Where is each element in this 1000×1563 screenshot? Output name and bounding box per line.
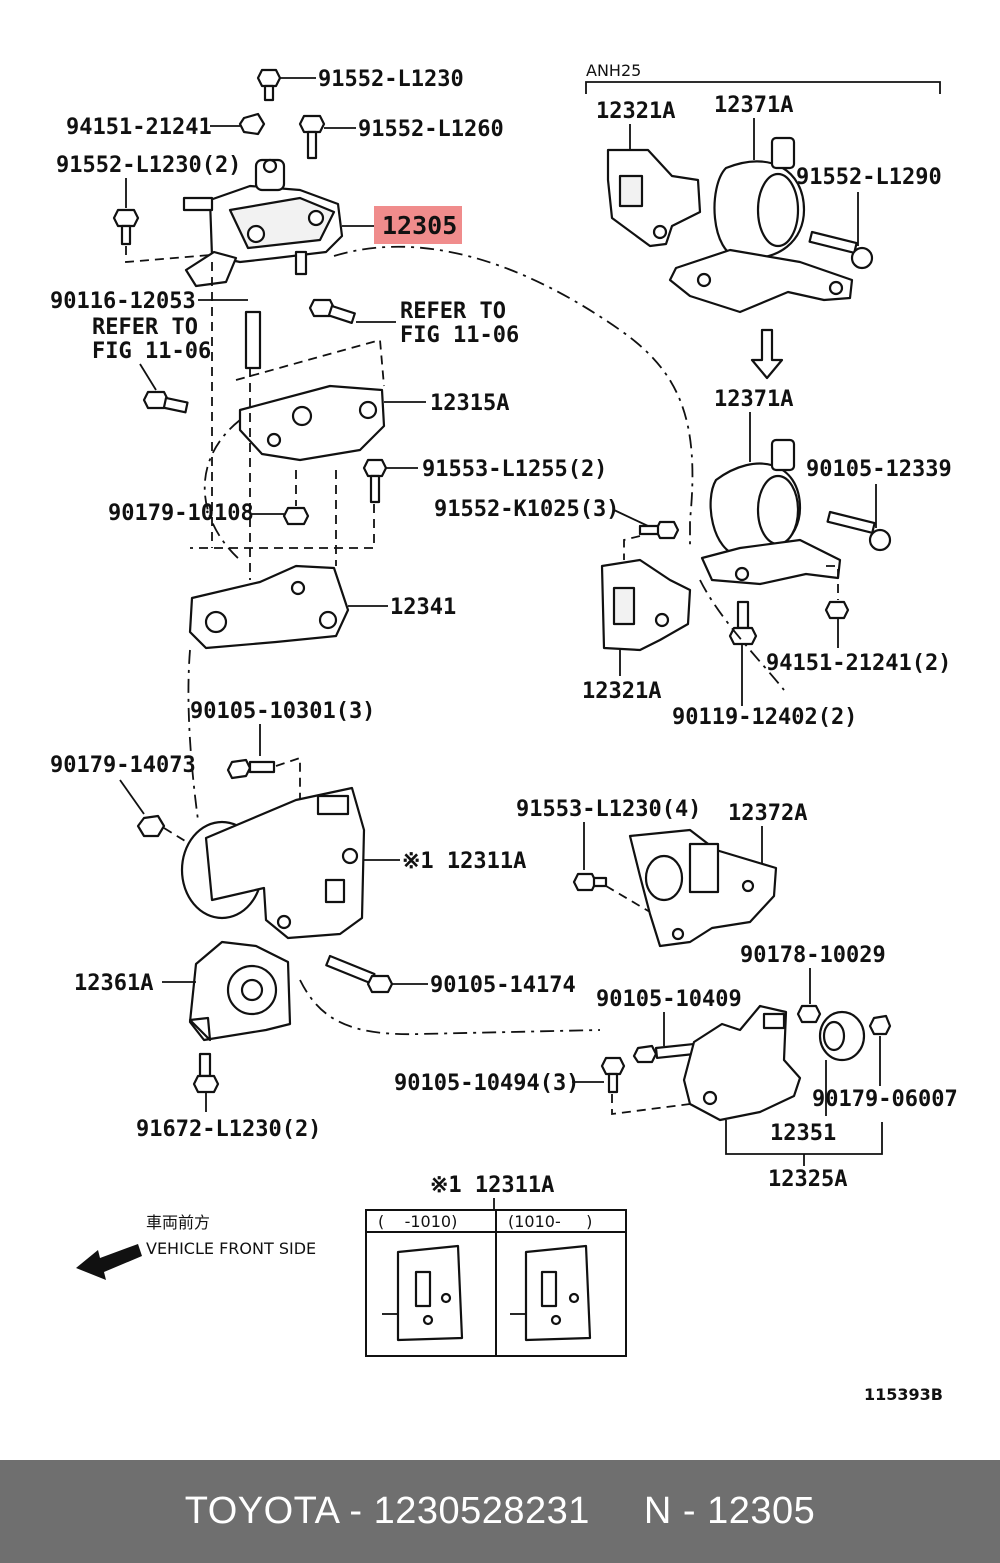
- callout-12361A: 12361A: [74, 971, 153, 996]
- callout-90179-10108: 90179-10108: [108, 501, 254, 526]
- callout-12371A-mid: 12371A: [714, 387, 793, 412]
- callout-90179-14073: 90179-14073: [50, 753, 196, 778]
- callout-90179-06007: 90179-06007: [812, 1087, 958, 1112]
- refer-left-line2: FIG 11-06: [92, 339, 211, 364]
- parts-diagram: 91552-L1230 94151-21241 91552-L1260 9155…: [50, 61, 958, 1404]
- refer-right-line1: REFER TO: [400, 299, 506, 324]
- callout-90116-12053: 90116-12053: [50, 289, 196, 314]
- callout-91553-L1255-2: 91553-L1255(2): [422, 457, 607, 482]
- callout-12351: 12351: [770, 1121, 836, 1146]
- callout-91552-K1025-3: 91552-K1025(3): [434, 497, 619, 522]
- nut-90179-06007[interactable]: [868, 1014, 892, 1036]
- footer-ref: N - 12305: [643, 1490, 816, 1532]
- mount-12371A-top[interactable]: [668, 136, 854, 314]
- refer-right-line2: FIG 11-06: [400, 323, 519, 348]
- bolt-91552-L1230-2[interactable]: [112, 208, 140, 246]
- callout-12321A-bottom: 12321A: [582, 679, 661, 704]
- bolt-91553-L1255-2[interactable]: [362, 458, 388, 504]
- callout-12311A: ※1 12311A: [402, 849, 526, 874]
- callout-91553-L1230-4: 91553-L1230(4): [516, 797, 701, 822]
- bolt-90119-12402-2[interactable]: [728, 600, 758, 646]
- callout-90178-10029: 90178-10029: [740, 943, 886, 968]
- inset-col2-header: (1010- ): [508, 1212, 592, 1231]
- mount-12371A-mid[interactable]: [700, 438, 842, 586]
- callout-90105-12339: 90105-12339: [806, 457, 952, 482]
- footer-bar: TOYOTA - 1230528231 N - 12305: [0, 1460, 1000, 1563]
- mount-12372A[interactable]: [628, 828, 778, 948]
- bolt-91552-K1025-3[interactable]: [638, 520, 680, 540]
- bolt-90105-10301-3[interactable]: [226, 758, 276, 780]
- figure-code: 115393B: [864, 1385, 943, 1404]
- callout-12341: 12341: [390, 595, 456, 620]
- inset-title: ※1 12311A: [430, 1173, 554, 1198]
- callout-91672-L1230-2: 91672-L1230(2): [136, 1117, 321, 1142]
- bolt-90105-10409[interactable]: [632, 1042, 698, 1064]
- bolt-91672-L1230-2[interactable]: [192, 1052, 220, 1094]
- callout-90105-14174: 90105-14174: [430, 973, 576, 998]
- bolt-90105-12339[interactable]: [826, 510, 892, 552]
- nut-94151-21241[interactable]: [238, 112, 266, 136]
- callout-91552-L1230-2: 91552-L1230(2): [56, 153, 241, 178]
- bushing-12351[interactable]: [818, 1010, 866, 1062]
- callout-91552-L1260: 91552-L1260: [358, 117, 504, 142]
- direction-japanese: 車両前方: [146, 1213, 210, 1232]
- bolt-91553-L1230-4[interactable]: [572, 872, 608, 892]
- bolt-refer-right[interactable]: [308, 298, 356, 325]
- nut-90179-10108[interactable]: [282, 506, 310, 526]
- callout-12305: 12305: [382, 211, 457, 240]
- highlight-12305: [374, 206, 462, 244]
- callout-91552-L1230: 91552-L1230: [318, 67, 464, 92]
- model-bracket: [585, 81, 941, 94]
- bracket-12325A[interactable]: [682, 1004, 802, 1122]
- callout-90105-10301-3: 90105-10301(3): [190, 699, 375, 724]
- bolt-91552-L1260[interactable]: [298, 114, 326, 160]
- bolt-90105-10494-3[interactable]: [600, 1056, 626, 1094]
- nut-94151-21241-2[interactable]: [824, 600, 850, 620]
- callout-90105-10409: 90105-10409: [596, 987, 742, 1012]
- bracket-12321A-bottom[interactable]: [600, 558, 692, 652]
- bolt-refer-left[interactable]: [142, 390, 189, 414]
- callout-90119-12402-2: 90119-12402(2): [672, 705, 857, 730]
- nut-90179-14073[interactable]: [136, 814, 166, 838]
- mount-12361A[interactable]: [188, 940, 292, 1042]
- mount-12311A[interactable]: [180, 786, 366, 940]
- model-label-ANH25: ANH25: [586, 61, 641, 80]
- arrow-left-icon: [76, 1244, 142, 1280]
- callout-12321A-top: 12321A: [596, 99, 675, 124]
- engine-mount-12305[interactable]: [182, 158, 344, 288]
- arrow-down-icon: [750, 328, 784, 380]
- bracket-12341[interactable]: [188, 564, 350, 650]
- callout-12371A-top: 12371A: [714, 93, 793, 118]
- refer-left-line1: REFER TO: [92, 315, 198, 340]
- direction-english: VEHICLE FRONT SIDE: [146, 1239, 316, 1258]
- inset-variant-2: [510, 1244, 592, 1342]
- bolt-91552-L1230[interactable]: [256, 68, 282, 102]
- bolt-91552-L1290[interactable]: [808, 230, 874, 270]
- inset-variant-1: [382, 1244, 464, 1342]
- callout-94151-21241-2: 94151-21241(2): [766, 651, 951, 676]
- bolt-90105-14174[interactable]: [325, 954, 394, 994]
- bracket-12315A[interactable]: [238, 384, 386, 462]
- callout-91552-L1290: 91552-L1290: [796, 165, 942, 190]
- callout-94151-21241: 94151-21241: [66, 115, 212, 140]
- footer-brand-part: TOYOTA - 1230528231: [184, 1490, 590, 1532]
- stud-90116-12053[interactable]: [244, 310, 262, 370]
- callout-90105-10494-3: 90105-10494(3): [394, 1071, 579, 1096]
- nut-90178-10029[interactable]: [796, 1004, 822, 1024]
- bracket-12321A-top[interactable]: [606, 148, 702, 248]
- inset-col1-header: ( -1010): [378, 1212, 457, 1231]
- callout-12372A: 12372A: [728, 801, 807, 826]
- callout-12315A: 12315A: [430, 391, 509, 416]
- callout-12325A: 12325A: [768, 1167, 847, 1192]
